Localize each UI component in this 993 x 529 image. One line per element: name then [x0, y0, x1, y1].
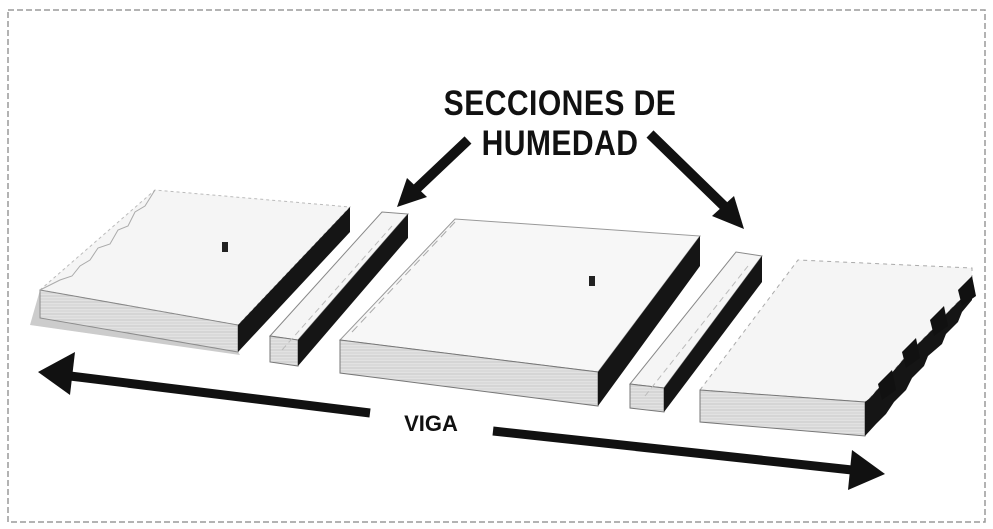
figure-border [7, 9, 986, 523]
moisture-mark-center [589, 276, 595, 286]
beam-arrow-left [38, 352, 371, 418]
beam-arrow-right [492, 426, 885, 490]
beam-segment-right [699, 259, 976, 437]
beam-segment-left [30, 189, 352, 355]
diagram-title: SECCIONES DE HUMEDAD [443, 84, 677, 163]
moisture-mark-left [222, 242, 228, 252]
moisture-section-left [268, 211, 410, 367]
beam-label: VIGA [404, 411, 458, 436]
pointer-arrow-left [397, 136, 472, 207]
beam-segment-center [338, 218, 701, 407]
moisture-section-right [629, 251, 763, 413]
pointer-arrow-right [646, 130, 744, 229]
